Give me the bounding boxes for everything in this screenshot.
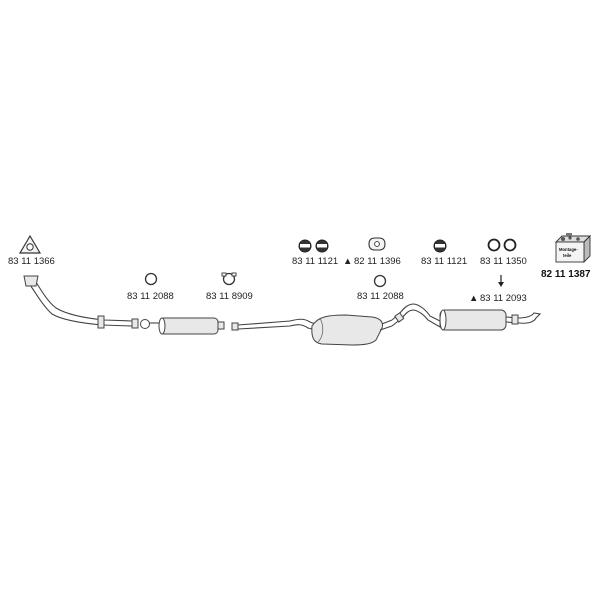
rear-silencer <box>439 309 507 331</box>
kit-box-text: Montage- <box>559 247 578 252</box>
exhaust-assembly <box>23 275 542 346</box>
rubber-mount-icon <box>298 239 329 253</box>
part-number-83-11-8909: 83 11 8909 <box>206 291 253 302</box>
tail-pipe <box>505 312 542 325</box>
part-number-83-11-2093: 83 11 2093 <box>480 293 527 304</box>
part-number-82-11-1387: 82 11 1387 <box>541 269 591 280</box>
part-number-83-11-2088: 83 11 2088 <box>357 291 404 302</box>
mounting-kit-box-icon: Montage- teile <box>554 233 592 264</box>
marker-triangle: ▲ <box>469 293 478 304</box>
ring-gasket-icon <box>144 272 158 286</box>
front-silencer <box>158 317 225 335</box>
marker-triangle: ▲ <box>343 256 352 267</box>
pipe-joint-part <box>131 318 160 329</box>
triangle-flange-icon <box>18 234 42 254</box>
front-flange-part <box>23 275 39 287</box>
kit-box-text: teile <box>563 253 572 258</box>
ring-gasket-icon <box>373 274 387 288</box>
part-number-83-11-1121: 83 11 1121 <box>292 256 338 267</box>
middle-silencer <box>311 314 393 346</box>
part-number-83-11-1366: 83 11 1366 <box>8 256 55 267</box>
o-ring-icon <box>487 238 517 252</box>
rear-connecting-pipe <box>391 303 441 328</box>
pipe-clamp-icon <box>221 272 237 286</box>
part-number-83-11-1350: 83 11 1350 <box>480 256 527 267</box>
middle-pipe <box>231 318 319 331</box>
down-arrow-icon <box>498 275 504 287</box>
part-number-82-11-1396: 82 11 1396 <box>354 256 401 267</box>
part-number-83-11-1121: 83 11 1121 <box>421 256 467 267</box>
pipe-clamp-part <box>97 315 105 329</box>
rubber-mount-icon <box>433 239 447 253</box>
bracket-icon <box>368 237 386 251</box>
part-number-83-11-2088: 83 11 2088 <box>127 291 174 302</box>
